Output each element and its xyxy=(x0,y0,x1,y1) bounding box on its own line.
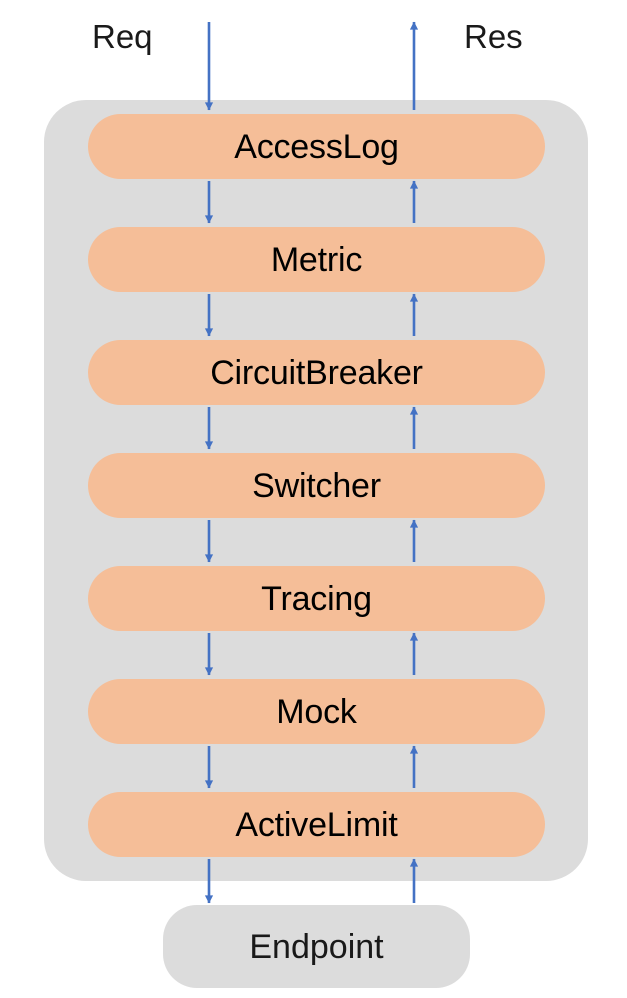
filter-label: Tracing xyxy=(261,579,372,618)
filter-switcher[interactable]: Switcher xyxy=(88,453,545,518)
filter-label: Switcher xyxy=(252,466,381,505)
filter-mock[interactable]: Mock xyxy=(88,679,545,744)
filter-tracing[interactable]: Tracing xyxy=(88,566,545,631)
filter-metric[interactable]: Metric xyxy=(88,227,545,292)
response-label: Res xyxy=(464,18,523,55)
filter-label: AccessLog xyxy=(234,127,399,166)
endpoint-label: Endpoint xyxy=(249,927,384,966)
filter-label: ActiveLimit xyxy=(235,805,398,844)
filter-activelimit[interactable]: ActiveLimit xyxy=(88,792,545,857)
filter-label: Metric xyxy=(270,240,363,279)
request-label: Req xyxy=(92,18,153,55)
filter-label: CircuitBreaker xyxy=(210,353,423,392)
filter-circuitbreaker[interactable]: CircuitBreaker xyxy=(88,340,545,405)
endpoint-node[interactable]: Endpoint xyxy=(163,905,470,988)
filter-label: Mock xyxy=(276,692,357,731)
filter-accesslog[interactable]: AccessLog xyxy=(88,114,545,179)
